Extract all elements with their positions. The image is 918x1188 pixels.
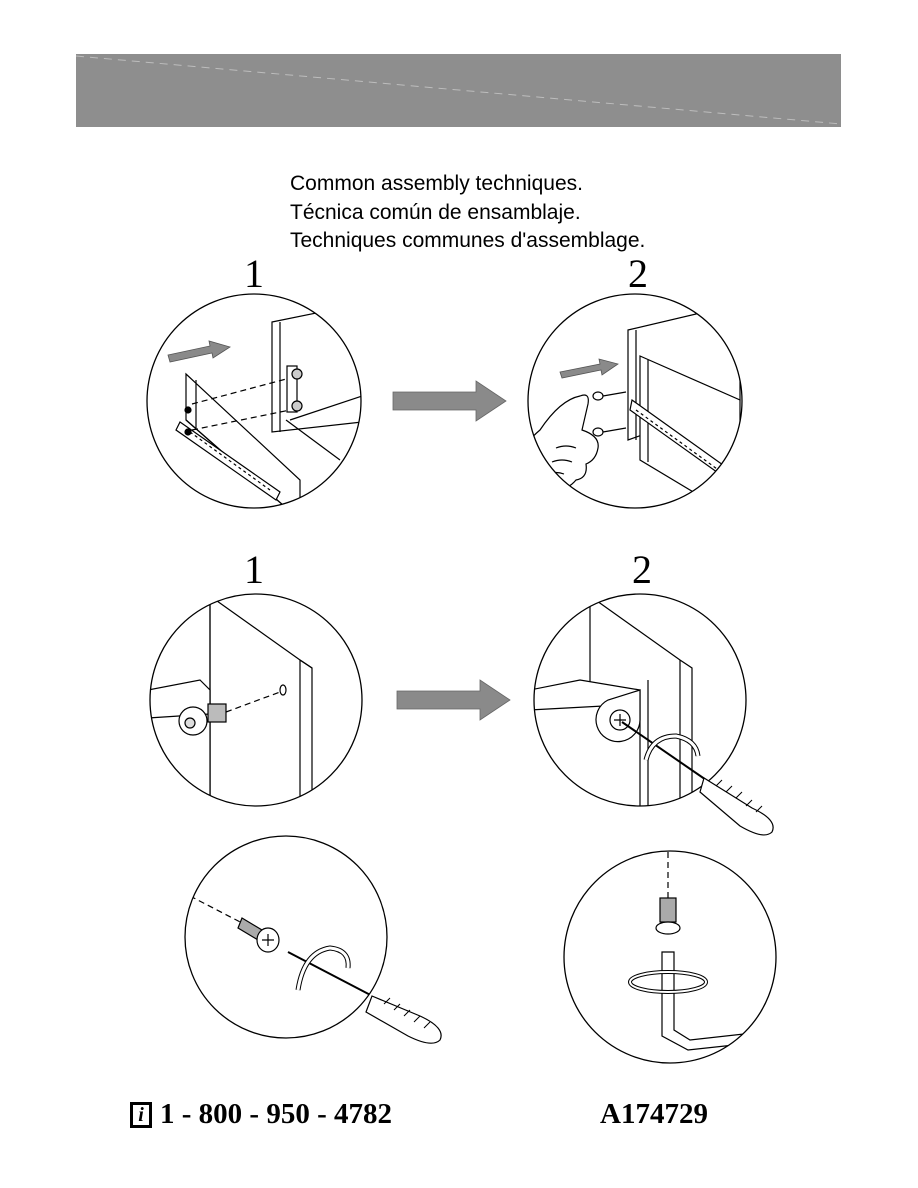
heading-block: Common assembly techniques. Técnica comú…	[290, 170, 645, 256]
thumb-press-illustration	[527, 293, 743, 509]
heading-french: Techniques communes d'assemblage.	[290, 229, 646, 252]
drawer-slide-illustration	[146, 293, 362, 509]
support-phone: i 1 - 800 - 950 - 4782	[130, 1098, 392, 1131]
screwdriver-illustration	[533, 593, 774, 836]
direction-arrow-icon	[396, 679, 511, 721]
screw-illustration	[184, 835, 442, 1044]
step-number-mid-left: 1	[244, 547, 264, 592]
direction-arrow-icon	[559, 358, 619, 379]
direction-arrow-icon	[392, 380, 507, 422]
step-number-top-right: 2	[628, 251, 648, 296]
step-number-mid-right: 2	[632, 547, 652, 592]
support-phone-number: 1 - 800 - 950 - 4782	[160, 1098, 392, 1130]
heading-english: Common assembly techniques.	[290, 172, 583, 195]
hex-key-illustration	[563, 850, 777, 1064]
step-number-top-left: 1	[244, 251, 264, 296]
info-icon: i	[130, 1101, 152, 1128]
cam-lock-illustration	[149, 593, 363, 807]
header-band	[76, 54, 841, 127]
model-code: A174729	[600, 1098, 708, 1130]
header-dashed-line	[76, 55, 841, 125]
direction-arrow-icon	[167, 340, 231, 363]
heading-spanish: Técnica común de ensamblaje.	[290, 200, 581, 224]
